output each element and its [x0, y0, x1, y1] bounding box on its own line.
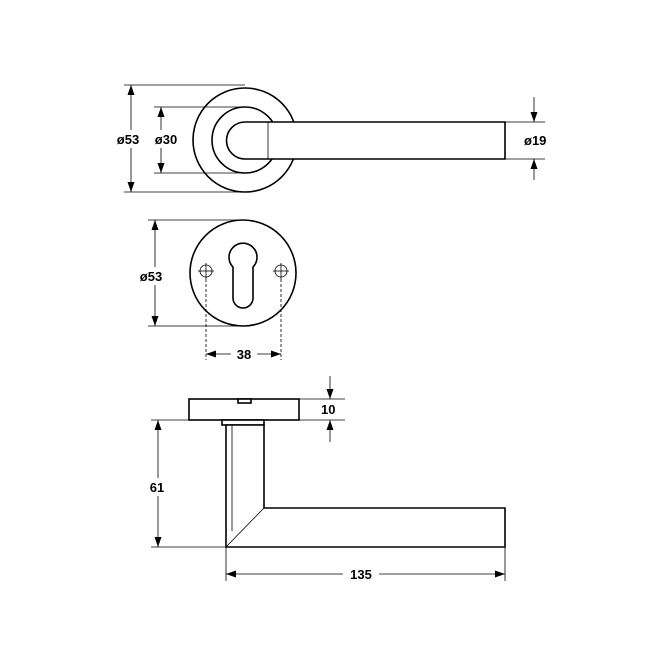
dim-rose-inner: ø30 [148, 106, 245, 174]
dim-escutcheon-diameter-label: ø53 [140, 269, 162, 284]
dim-rose-outer-label: ø53 [117, 132, 139, 147]
lever-side-profile [225, 424, 506, 548]
screw-hole-left [198, 263, 214, 360]
lever-grip [225, 121, 506, 160]
escutcheon-view: ø53 38 [132, 219, 297, 363]
dim-lever-length: 135 [225, 547, 506, 583]
dim-lever-height-label: 61 [150, 480, 164, 495]
dim-lever-height: 61 [144, 419, 226, 548]
dim-rose-inner-label: ø30 [155, 132, 177, 147]
cylinder-keyhole [228, 242, 258, 309]
dim-rose-thickness-label: 10 [321, 402, 335, 417]
screw-hole-right [273, 263, 289, 360]
dim-lever-length-label: 135 [350, 567, 372, 582]
rose-notch [237, 398, 252, 404]
top-view: ø53 ø30 ø19 [107, 84, 546, 193]
dim-rose-thickness: 10 [299, 376, 345, 442]
dim-hole-spacing-label: 38 [237, 347, 251, 362]
dim-lever-diameter-label: ø19 [524, 133, 546, 148]
dim-hole-spacing: 38 [206, 345, 281, 363]
dim-rose-outer: ø53 [107, 84, 245, 193]
side-view: 10 61 135 [144, 376, 506, 583]
dim-escutcheon-diameter: ø53 [132, 219, 243, 327]
dim-lever-diameter: ø19 [505, 97, 546, 180]
lever-bend-line [225, 507, 265, 548]
